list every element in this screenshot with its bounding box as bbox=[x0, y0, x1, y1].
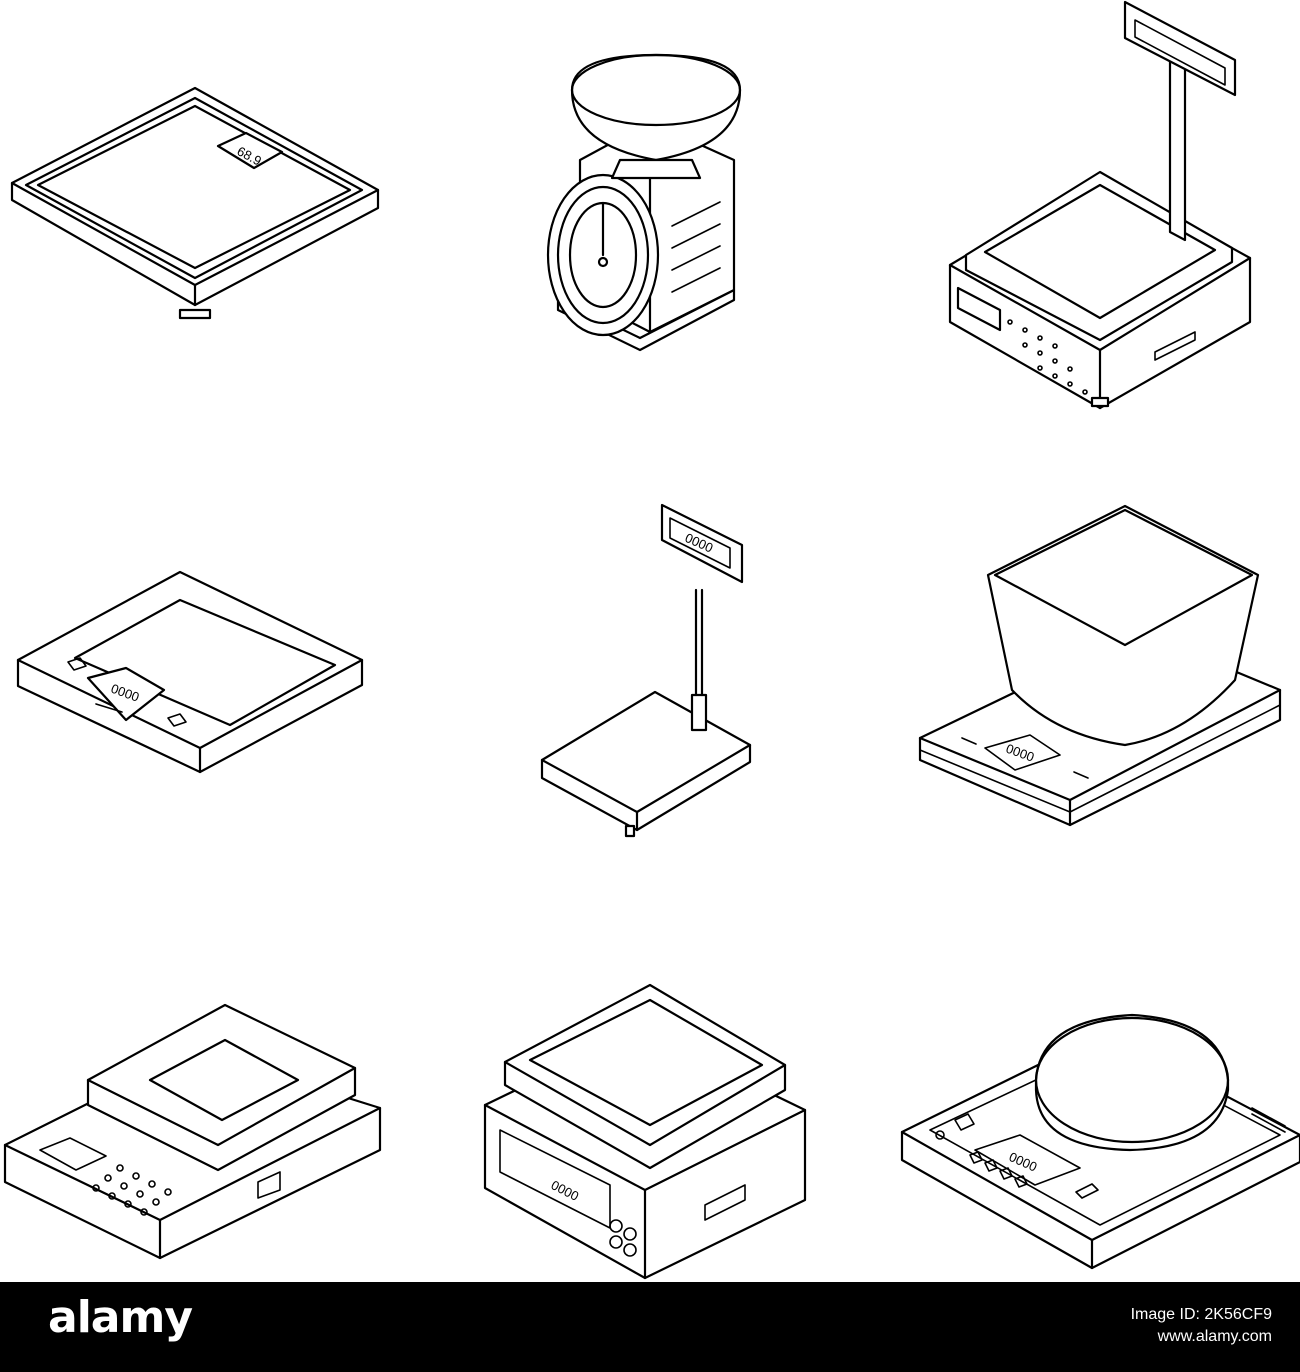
box-counter-scale-icon: 0000 bbox=[483, 983, 807, 1280]
mechanical-kitchen-scale-icon bbox=[546, 53, 742, 352]
site-url: www.alamy.com bbox=[1157, 1328, 1272, 1345]
stock-footer: alamy Image ID: 2K56CF9 www.alamy.com bbox=[0, 1282, 1300, 1372]
bathroom-scale-icon: 68.9 bbox=[10, 86, 380, 320]
digital-kitchen-scale-icon: 0000 bbox=[16, 570, 364, 774]
pole-display-counter-scale-icon bbox=[948, 0, 1252, 410]
image-meta: Image ID: 2K56CF9 www.alamy.com bbox=[1131, 1304, 1272, 1348]
platform-pole-scale-icon: 0000 bbox=[540, 503, 752, 838]
brand-logo: alamy bbox=[48, 1292, 193, 1343]
precision-round-pan-scale-icon: 0000 bbox=[900, 1013, 1300, 1270]
icon-set: 68.9 bbox=[3, 0, 1300, 1280]
bowl-digital-scale-icon: 0000 bbox=[918, 504, 1282, 827]
image-id: Image ID: 2K56CF9 bbox=[1130, 1306, 1272, 1323]
keypad-bench-scale-icon bbox=[3, 1003, 382, 1260]
